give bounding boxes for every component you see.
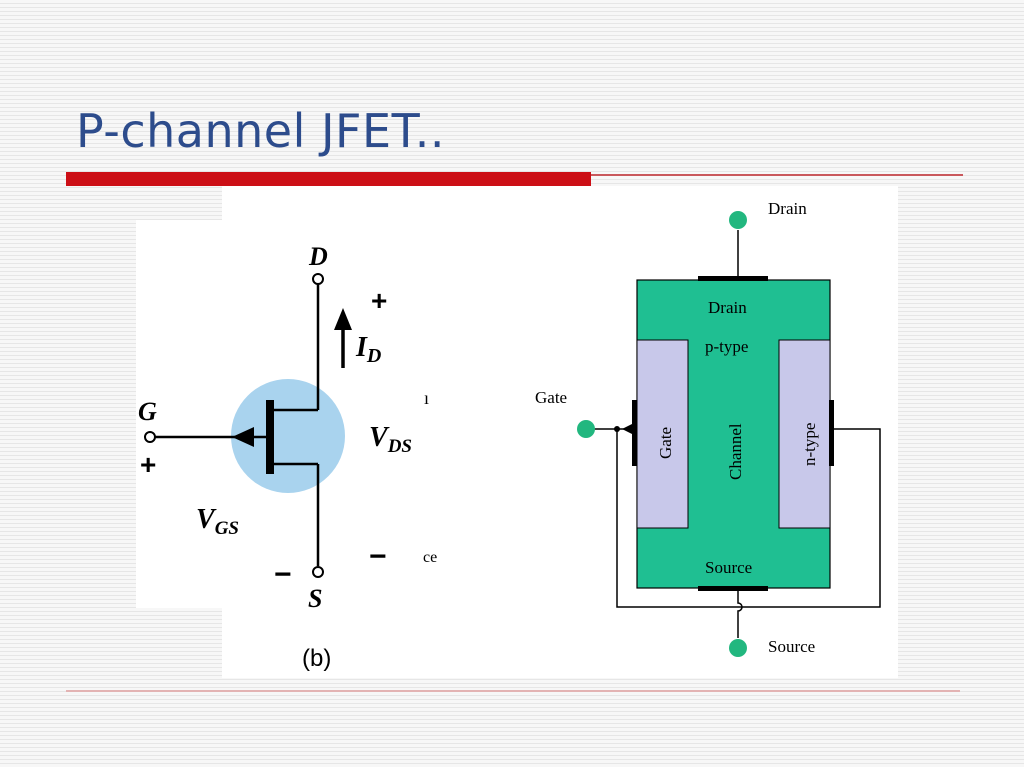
svg-text:ID: ID [355, 332, 381, 367]
source-region-label: Source [705, 558, 752, 577]
svg-text:VGS: VGS [196, 504, 239, 539]
vgs-subscript: GS [215, 518, 239, 539]
title-underline-thin [591, 174, 963, 176]
figure-caption: (b) [302, 645, 331, 672]
gate-region-label: Gate [656, 427, 675, 459]
gate-contact-left [632, 400, 637, 466]
gate-contact-right [829, 400, 834, 466]
gate-label: G [138, 397, 157, 426]
id-label: I [355, 332, 368, 363]
source-terminal-dot-icon [729, 639, 747, 657]
svg-text:VDS: VDS [369, 422, 412, 457]
title-underline-thick [66, 172, 591, 186]
cropped-fragment-2: ce [423, 549, 437, 566]
n-type-label: n-type [800, 423, 819, 466]
gate-arrow-icon [232, 427, 254, 447]
drain-contact [698, 276, 768, 281]
jfet-symbol [144, 273, 352, 578]
source-contact [698, 586, 768, 591]
source-terminal-label: Source [768, 637, 815, 656]
drain-region-label: Drain [708, 298, 747, 317]
cropped-fragment-1: ı [424, 388, 429, 408]
source-terminal-icon [312, 566, 324, 578]
gate-minus: − [274, 558, 292, 591]
source-label: S [308, 584, 322, 613]
id-subscript: D [366, 345, 381, 367]
vds-minus: − [369, 540, 387, 573]
drain-terminal-dot-icon [729, 211, 747, 229]
drain-terminal-label: Drain [768, 199, 807, 218]
gate-wire [616, 428, 881, 608]
slide-title: P-channel JFET.. [76, 104, 445, 158]
vds-plus: + [371, 285, 387, 316]
drain-label: D [308, 242, 328, 271]
p-type-label: p-type [705, 337, 748, 356]
gate-region-left [636, 339, 689, 529]
jfet-structure [577, 211, 881, 657]
gate-terminal-dot-icon [577, 420, 595, 438]
gate-plus: + [140, 449, 156, 480]
footer-rule [66, 690, 960, 692]
vds-label: V [369, 422, 390, 453]
vgs-label: V [196, 504, 217, 535]
current-arrow-icon [334, 308, 352, 330]
gate-terminal-label: Gate [535, 388, 567, 407]
channel-bar [266, 400, 274, 474]
vds-subscript: DS [387, 436, 412, 457]
gate-region-right [778, 339, 831, 529]
drain-terminal-icon [312, 273, 324, 285]
channel-label: Channel [726, 423, 745, 480]
gate-terminal-icon [144, 431, 156, 443]
